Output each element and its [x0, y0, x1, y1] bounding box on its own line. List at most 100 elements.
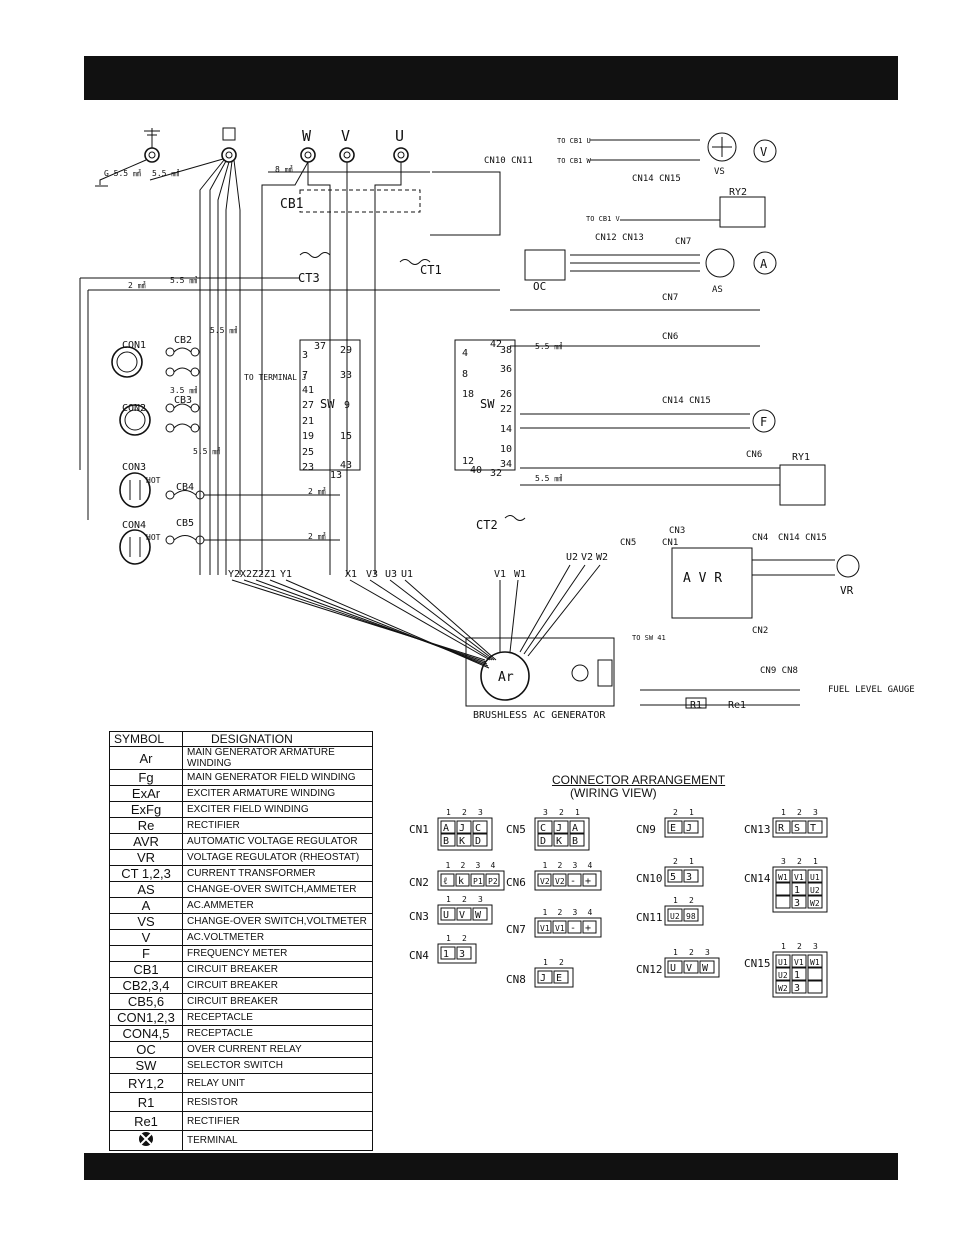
legend-symbol: AVR: [109, 833, 183, 850]
connector-callout: CN3: [669, 526, 685, 536]
hot-label: HOT: [146, 476, 161, 485]
ar-label: Ar: [498, 670, 514, 685]
sw-terminal: 36: [500, 364, 512, 375]
legend-designation: VOLTAGE REGULATOR (RHEOSTAT): [182, 849, 373, 866]
legend-symbol: CB2,3,4: [109, 977, 183, 994]
sw-terminal: 32: [490, 468, 502, 479]
legend-header-symbol: SYMBOL: [109, 731, 183, 747]
legend-symbol: F: [109, 945, 183, 962]
connector-arrangement-title: CONNECTOR ARRANGEMENT: [552, 773, 726, 787]
legend-symbol: Fg: [109, 769, 183, 786]
lead-label: V1: [494, 569, 506, 580]
voltmeter-label: V: [760, 145, 767, 159]
connector-callout: CN4: [752, 533, 768, 543]
con1-label: CON1: [122, 340, 146, 351]
lead-label: Y2: [228, 569, 240, 580]
as-label: AS: [712, 285, 723, 295]
legend-designation: RECEPTACLE: [182, 1009, 373, 1026]
sw-terminal: 22: [500, 404, 512, 415]
sw-terminal: 23: [302, 462, 314, 473]
connector-arrangement-subtitle: (WIRING VIEW): [570, 786, 657, 800]
legend-designation: RECEPTACLE: [182, 1025, 373, 1042]
frequency-meter: [752, 409, 776, 433]
legend-designation: RECTIFIER: [182, 817, 373, 834]
legend-designation: OVER CURRENT RELAY: [182, 1041, 373, 1058]
sw-terminal: 10: [500, 444, 512, 455]
legend-designation: CIRCUIT BREAKER: [182, 993, 373, 1010]
cable-label: 2 ㎟: [308, 487, 326, 496]
legend-designation: MAIN GENERATOR ARMATURE WINDING: [182, 746, 373, 770]
legend-symbol: VR: [109, 849, 183, 866]
lead-label: U1: [401, 569, 413, 580]
frequency-meter-label: F: [760, 415, 767, 429]
legend-header-designation: DESIGNATION: [182, 731, 373, 747]
legend-designation: RECTIFIER: [182, 1111, 373, 1131]
cb1-label: CB1: [280, 197, 303, 212]
lead-label: W2: [596, 552, 608, 563]
sw-terminal: 19: [302, 431, 314, 442]
ammeter: [753, 251, 777, 275]
legend-designation: SELECTOR SWITCH: [182, 1057, 373, 1074]
legend-designation: AC.VOLTMETER: [182, 929, 373, 946]
lead-label: W1: [514, 569, 526, 580]
cb4-label: CB4: [176, 482, 194, 493]
legend-symbol: RY1,2: [109, 1073, 183, 1093]
con3-receptacle: [119, 472, 151, 508]
to-cb1-label: TO CB1 V: [586, 215, 621, 223]
legend-symbol: Ar: [109, 746, 183, 770]
cable-label: 5.5 ㎟: [152, 169, 179, 178]
legend-symbol: CON4,5: [109, 1025, 183, 1042]
cable-label: 5.5 ㎟: [170, 276, 197, 285]
as-switch: [705, 248, 735, 278]
legend-symbol: SW: [109, 1057, 183, 1074]
connector-callout: CN7: [662, 293, 678, 303]
to-cb1-label: TO CB1 W: [557, 157, 592, 165]
to-sw-label: TO SW 41: [632, 634, 666, 642]
legend-designation: RESISTOR: [182, 1092, 373, 1112]
cb2-breaker: [165, 347, 200, 377]
cable-label: 2 ㎟: [128, 281, 146, 290]
connector-callout: CN12 CN13: [595, 233, 644, 243]
connector-callout: CN14 CN15: [662, 396, 711, 406]
lead-label: V2: [581, 552, 593, 563]
sw-terminal: 40: [470, 465, 482, 476]
legend-symbol: ExAr: [109, 785, 183, 802]
sw-terminal: 7: [302, 370, 308, 381]
vs-label: VS: [714, 167, 725, 177]
cb3-breaker: [165, 403, 200, 433]
sw-terminal: 26: [500, 389, 512, 400]
sw-terminal: 12: [462, 456, 474, 467]
con2-label: CON2: [122, 403, 146, 414]
generator-leads: [231, 564, 601, 669]
terminal-icon: [139, 1132, 153, 1146]
con2-receptacle: [119, 404, 151, 436]
armature-winding: [480, 651, 530, 701]
ground-terminal: [144, 128, 160, 163]
connector-callout: CN14 CN15: [778, 533, 827, 543]
sw-terminal: 37: [314, 341, 326, 352]
header-bar: [84, 56, 898, 100]
connector-callout: CN10 CN11: [484, 156, 533, 166]
legend-symbol: V: [109, 929, 183, 946]
legend-symbol: CON1,2,3: [109, 1009, 183, 1026]
selector-switch: [299, 339, 516, 471]
lead-label: X1: [345, 569, 357, 580]
to-cb1-label: TO CB1 U: [557, 137, 591, 145]
cable-label: 5.5 ㎟: [210, 326, 237, 335]
legend-symbol: CB1: [109, 961, 183, 978]
sw-label: SW: [480, 397, 495, 411]
legend-designation: MAIN GENERATOR FIELD WINDING: [182, 769, 373, 786]
vr-rheostat: [836, 554, 860, 578]
